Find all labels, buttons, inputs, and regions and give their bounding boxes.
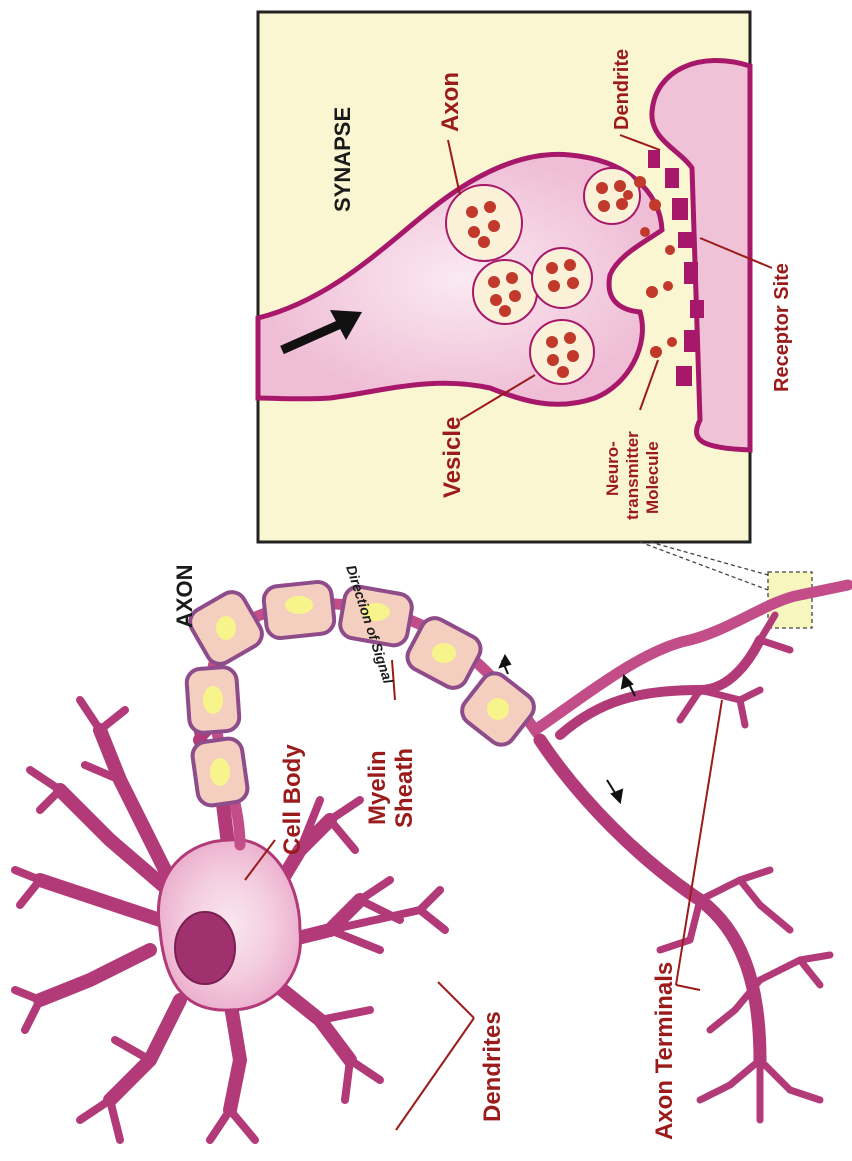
vesicle-label: Vesicle: [439, 417, 466, 498]
dendrite-inset-label: Dendrite: [611, 49, 633, 130]
neurotransmitter-label-line3: Molecule: [643, 441, 662, 514]
axon-inset-label: Axon: [437, 72, 464, 132]
nucleus: [175, 912, 235, 984]
myelin-label-group: Myelin Sheath: [364, 660, 418, 828]
axon-terminals-label: Axon Terminals: [651, 962, 678, 1140]
dendrites-label-group: Dendrites: [396, 982, 506, 1130]
myelin-label-line1: Myelin: [364, 750, 391, 825]
vesicle: [532, 248, 592, 308]
cell-body-label: Cell Body: [279, 744, 306, 855]
cell-body: [158, 840, 300, 1011]
synapse-inset: SYNAPSE Axon Dendrite Receptor Site Vesi…: [258, 12, 793, 542]
direction-arrow-icon: [500, 656, 510, 674]
dendrites-label: Dendrites: [479, 1011, 506, 1122]
axon-main-label: AXON: [172, 564, 197, 628]
vesicle: [446, 185, 522, 261]
myelin-label-line2: Sheath: [391, 748, 418, 828]
zoom-callout: [640, 542, 812, 628]
synapse-title: SYNAPSE: [330, 107, 355, 212]
neurotransmitter-label-line2: transmitter: [623, 431, 642, 520]
vesicle: [473, 260, 537, 324]
neurotransmitter-label-line1: Neuro-: [603, 441, 622, 496]
receptor-site-label: Receptor Site: [771, 263, 793, 392]
vesicle: [530, 320, 594, 384]
axon-terminals-label-group: Axon Terminals: [651, 700, 722, 1140]
neuron: [15, 581, 848, 1140]
